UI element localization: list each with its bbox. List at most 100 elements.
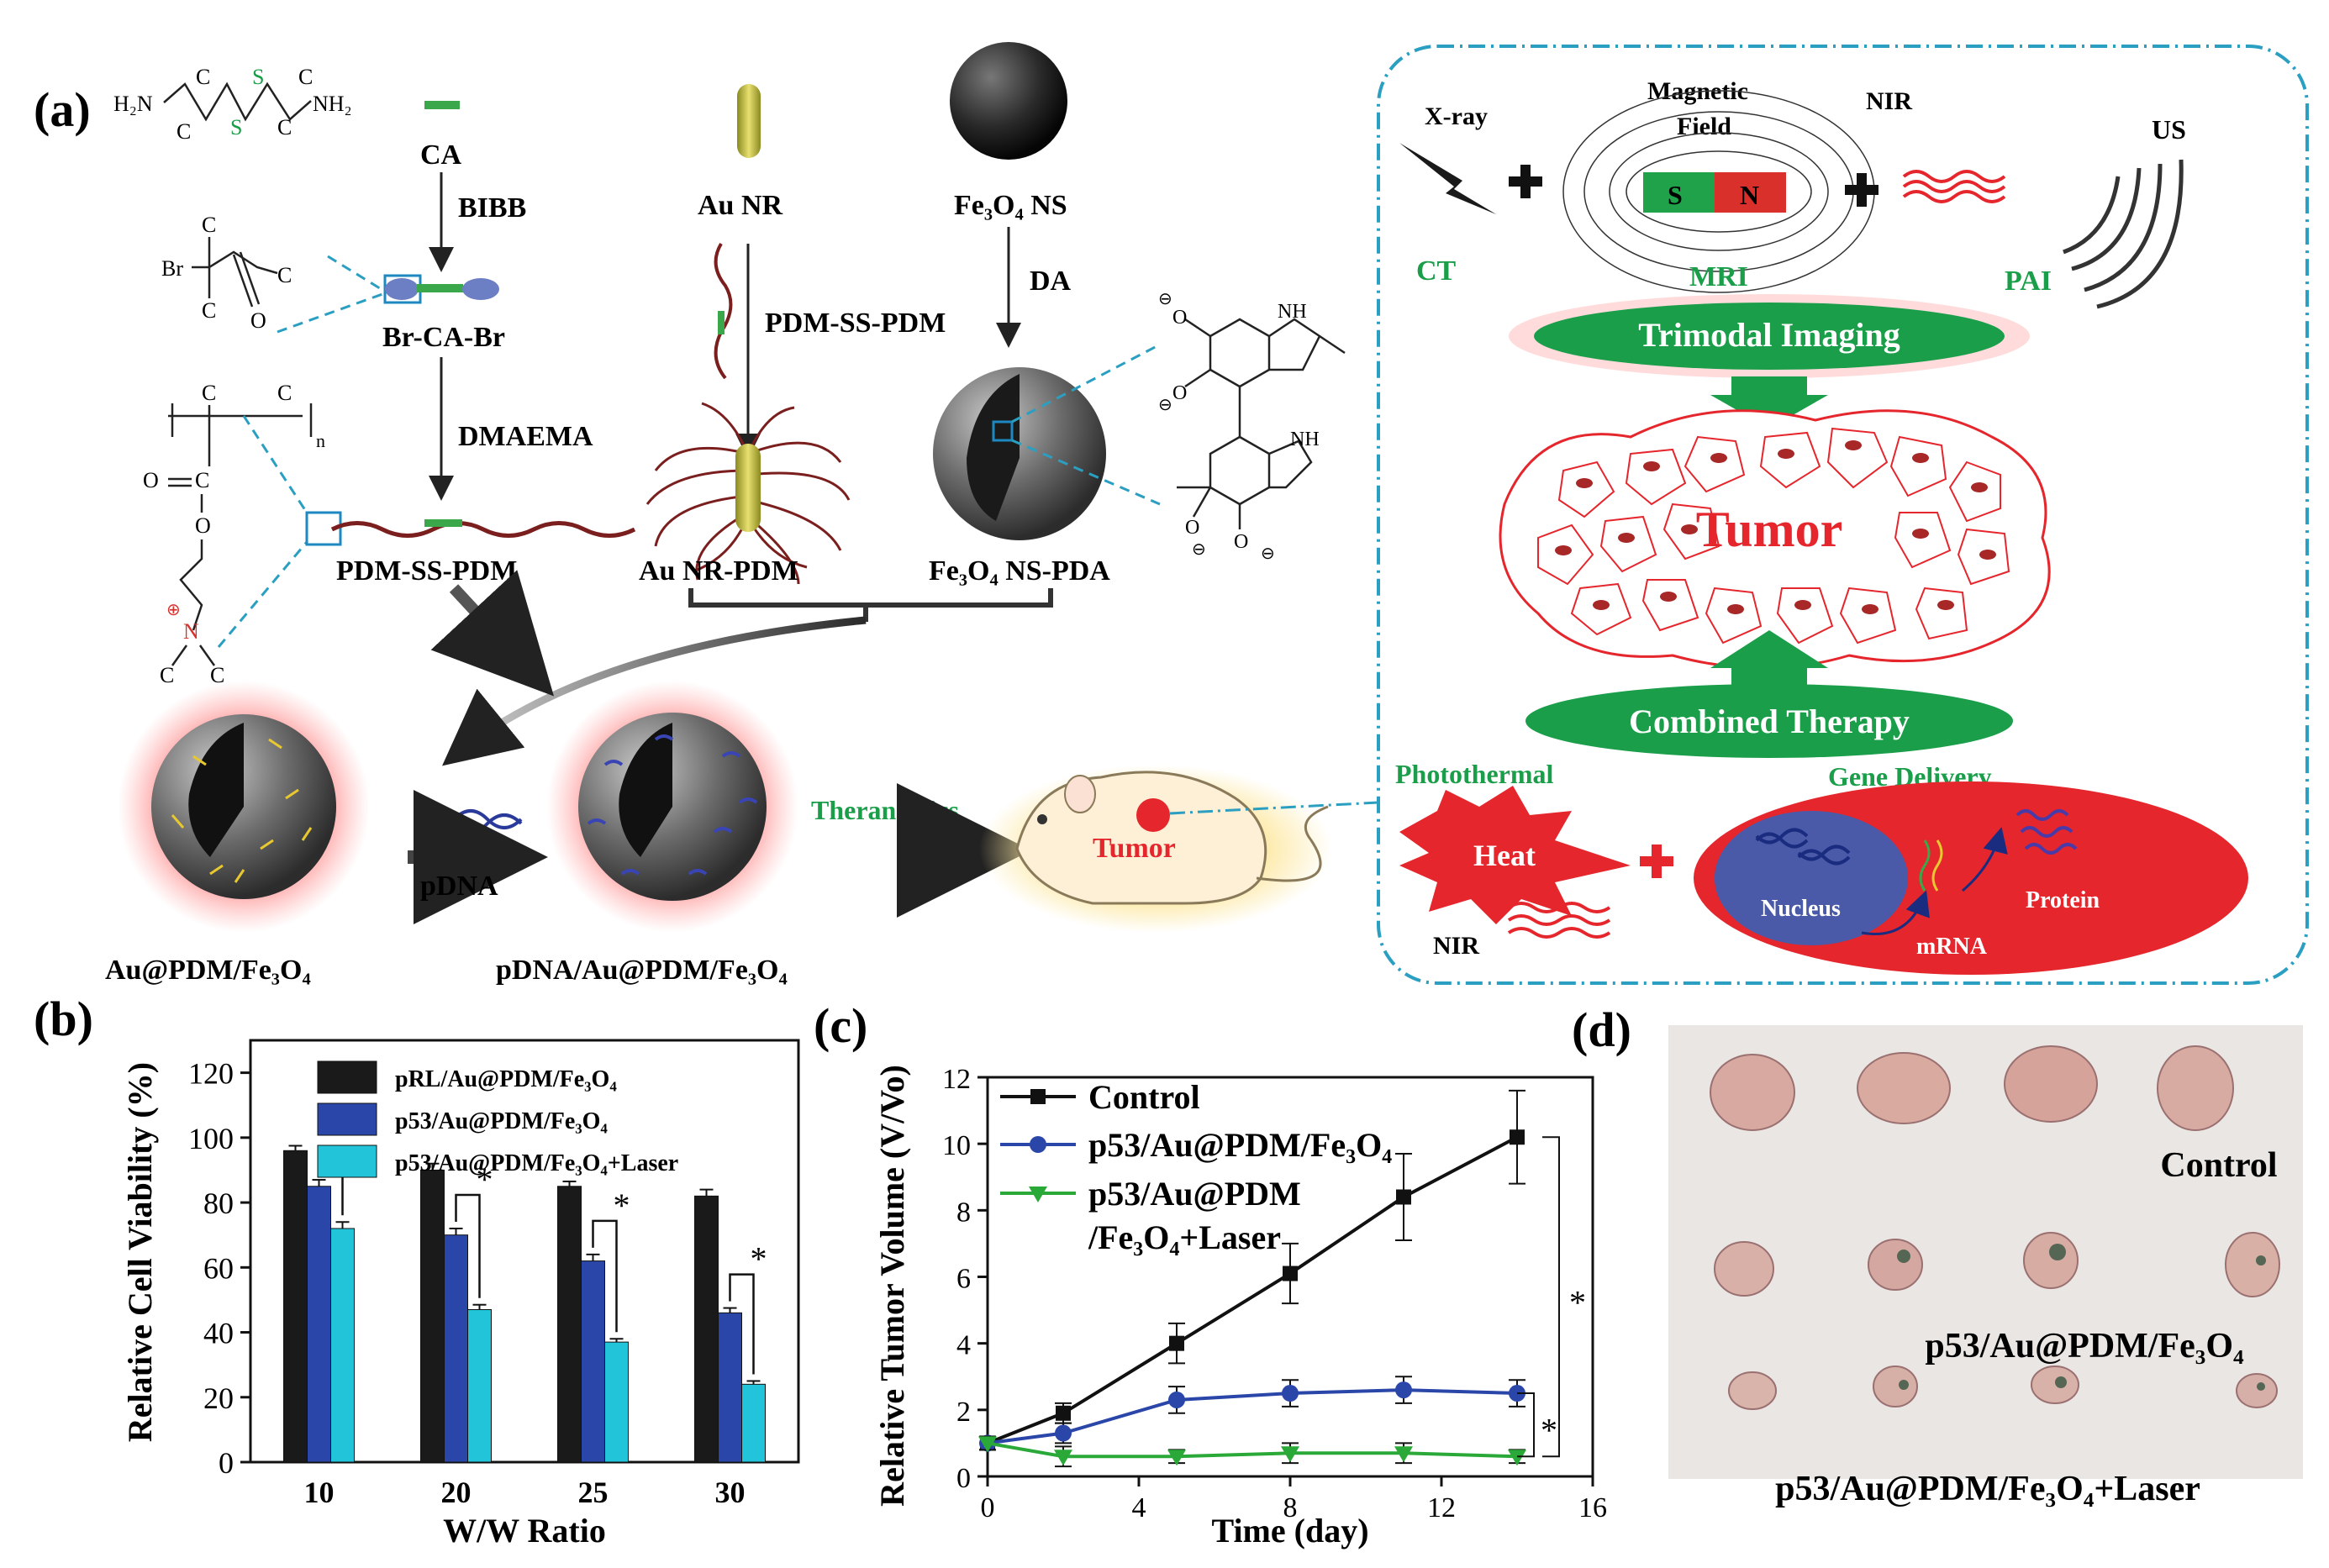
tumor-specimens [1710,1045,2280,1410]
dmaema-label: DMAEMA [458,421,593,452]
legend-label: pRL/Au@PDM/Fe₃O₄ [395,1066,617,1092]
xray-bolt-icon [1399,143,1496,214]
protein-icon [2015,809,2078,855]
y-tick-label: 80 [203,1187,234,1220]
poly-o: O [195,513,211,538]
bromo-c-top: C [202,213,216,237]
chart-b-xlabel: W/W Ratio [443,1512,606,1550]
bar [741,1383,766,1463]
chart-b-ylabel: Relative Cell Viability (%) [121,1062,159,1442]
significance-bracket [592,1219,618,1333]
legend-marker [1029,1187,1047,1202]
mouse-illustration [979,765,1332,933]
pda-nh-2: NH [1290,429,1320,450]
data-point [1283,1265,1298,1281]
tumor-photo: Control p53/Au@PDM/Fe₃O₄ p53/Au@PDM/Fe₃O… [1668,1025,2303,1508]
y-tick-label: 40 [203,1317,234,1350]
nucleus-shape [1715,811,1908,945]
chart-c: Time (day) Relative Tumor Volume (V/Vo) … [873,1064,1607,1550]
poly-n: n [316,430,325,451]
significance-bracket [1542,1136,1560,1458]
bromo-structure: C Br C O C [161,213,292,333]
significance-star: * [477,1160,493,1198]
bar [718,1312,742,1463]
ca-left-amine: H₂N [113,92,153,116]
bar [604,1341,629,1463]
magnet-s: S [1668,180,1683,210]
au-nr-rod [737,84,761,158]
data-point [978,1436,997,1453]
pdna-label: pDNA [420,871,498,902]
pda-o-4: O [1234,531,1248,553]
legend-label: p53/Au@PDM [1088,1175,1301,1213]
y-tick-label: 20 [203,1381,234,1415]
x-tick-label: 25 [578,1476,609,1509]
pdna-au-pdm-fe3o4-label: pDNA/Au@PDM/Fe₃O₄ [496,955,788,986]
significance-bracket [729,1273,755,1375]
legend-label: p53/Au@PDM/Fe₃O₄ [1088,1126,1392,1164]
combined-label: Combined Therapy [1629,702,1910,740]
legend-label: p53/Au@PDM/Fe₃O₄ [395,1108,608,1134]
y-tick-label: 2 [956,1397,971,1428]
legend-label: p53/Au@PDM/Fe₃O₄+Laser [395,1150,678,1176]
field-label: Field [1677,113,1731,140]
ca-label: CA [420,139,462,171]
ct-label: CT [1416,255,1457,287]
ca-atom-5: C [277,115,292,139]
y-tick-label: 8 [956,1197,971,1228]
au-nr-pdm-label: Au NR-PDM [639,555,798,587]
ca-atom-4: S [252,65,264,89]
pdm-ss-pdm-chain [330,521,636,538]
bar [444,1234,468,1463]
magnet-n: N [1740,180,1759,210]
significance-star: * [614,1187,630,1224]
panel-a: (a) H₂N C C S S C C NH₂ CA BIBB C Br C O… [34,42,1379,986]
data-point [1169,1335,1184,1351]
chart-b-legend: pRL/Au@PDM/Fe₃O₄ p53/Au@PDM/Fe₃O₄ p53/Au@P… [317,1060,678,1178]
x-tick-label: 4 [1132,1492,1146,1523]
significance-star: * [1541,1412,1557,1450]
magnet-north [1715,172,1786,213]
data-point [1282,1385,1299,1402]
bibb-label: BIBB [458,192,526,224]
bromo-c-right: C [277,263,292,287]
dna-icons [1755,828,1851,866]
legend-marker [1030,1089,1046,1104]
bar [467,1309,492,1463]
au-nr-label: Au NR [698,190,783,221]
photo-p53-label: p53/Au@PDM/Fe₃O₄ [1925,1327,2244,1365]
legend-label: /Fe₃O₄+Laser [1088,1218,1281,1256]
ca-atom-3: S [230,115,242,139]
us-label: US [2152,114,2186,145]
x-tick-label: 16 [1578,1492,1607,1523]
legend-swatch [317,1144,377,1178]
bromo-br: Br [161,256,183,281]
poly-c2: C [277,381,292,405]
data-point [1167,1450,1186,1466]
ca-right-amine: NH₂ [313,92,352,116]
nir-bottom-wave-icon [1507,902,1611,939]
x-tick-label: 20 [441,1476,472,1509]
pdna-au-pdm-fe3o4-particle [546,681,798,933]
au-pdm-fe3o4-particle [118,681,370,933]
data-point [1056,1405,1071,1421]
imaging-frame [1377,45,2309,985]
chart-c-xlabel: Time (day) [1211,1512,1368,1550]
pda-o-3: O [1185,517,1199,539]
chart-c-legend: Controlp53/Au@PDM/Fe₃O₄p53/Au@PDM/Fe₃O₄+… [1000,1078,1392,1256]
fe3o4-ns-label: Fe₃O₄ NS [954,190,1067,221]
chart-b-bars: **** [283,1112,767,1463]
bar [581,1260,605,1463]
ca-atom-1: C [177,119,191,144]
legend-swatch [317,1060,377,1094]
pdm-ss-pdm-label: PDM-SS-PDM [336,555,517,587]
panel-label-b: (b) [34,992,93,1046]
bar [330,1228,355,1463]
photothermal-label: Photothermal [1395,759,1554,789]
panel-label-a: (a) [34,82,91,137]
xray-label: X-ray [1425,103,1488,130]
significance-star: * [1569,1283,1586,1321]
data-point [1394,1446,1413,1463]
chart-b-frame [249,1039,800,1464]
